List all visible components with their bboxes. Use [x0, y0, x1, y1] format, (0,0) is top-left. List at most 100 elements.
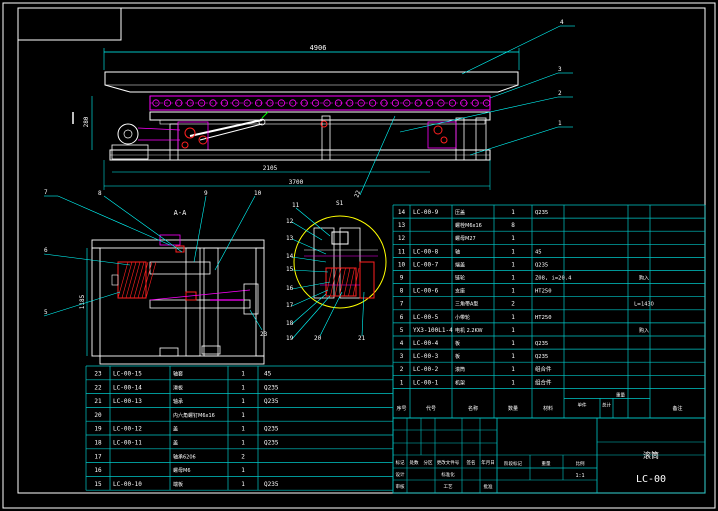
detail-callout-12: 12 [286, 218, 294, 225]
bom-lower-qty: 1 [241, 398, 245, 405]
bom-lower-no: 20 [94, 412, 102, 419]
dim-total: 4906 [310, 44, 327, 52]
title-labels-3: 更改文件号 [437, 459, 460, 466]
bom-lower-mat: Q235 [264, 398, 279, 405]
bom-upper-qty: 1 [511, 261, 515, 268]
callout-22: 22 [353, 189, 362, 199]
bom-upper-code: LC-00-1 [413, 379, 439, 386]
bom-lower-name: 盖 [173, 426, 178, 433]
bom-header-mat: 材料 [543, 405, 553, 412]
bom-upper-qty: 1 [511, 327, 515, 334]
bom-upper-code: LC-00-7 [413, 261, 439, 268]
bom-lower-name: 盖 [173, 440, 178, 447]
title-labels-10: 比例 [576, 460, 585, 467]
bom-header-weight: 重量 [616, 391, 625, 398]
bom-upper-name: 支座 [455, 288, 465, 295]
main-elevation-view: 4906 [72, 19, 575, 199]
section-callout-7: 7 [44, 189, 48, 196]
title-labels-1: 处数 [410, 459, 419, 466]
bom-upper-qty: 1 [511, 314, 515, 321]
detail-callout-15: 15 [286, 266, 294, 273]
title-labels-2: 分区 [424, 459, 433, 466]
bom-upper-code: LC-00-4 [413, 340, 439, 347]
bom-lower-code: LC-00-11 [113, 440, 142, 447]
callout-4: 4 [560, 19, 564, 26]
bom-header-note: 备注 [672, 405, 682, 412]
bom-header-name: 名称 [468, 405, 478, 412]
section-dim-side: 1185 [79, 294, 86, 309]
callout-2: 2 [558, 90, 562, 97]
bom-upper-qty: 1 [511, 288, 515, 295]
bom-lower-mat: Q235 [264, 481, 279, 488]
bom-upper-code: YX3-100L1-4 [413, 327, 453, 334]
drawing-name: 滚筒 [643, 450, 659, 460]
bom-upper-name: 链轮 [455, 275, 465, 282]
motor-pulley [117, 123, 139, 145]
roller [482, 99, 491, 107]
drawing-number: LC-00 [636, 474, 666, 485]
bom-lower-code: LC-00-15 [113, 371, 142, 378]
bom-upper-name: 螺栓M6x16 [455, 222, 482, 229]
bom-upper-code: LC-00-8 [413, 248, 439, 255]
bom-upper-code: LC-00-6 [413, 288, 439, 295]
bom-upper-name: 板 [455, 340, 460, 347]
bom-upper-name: 板 [455, 353, 460, 360]
bom-lower-mat: Q235 [264, 384, 279, 391]
bom-lower-name: 轴套 [173, 371, 183, 378]
roller [403, 99, 411, 107]
detail-callout-16: 16 [286, 285, 294, 292]
bom-upper-mat: 45 [535, 249, 542, 255]
bom-lower-qty: 1 [241, 481, 245, 488]
bom-upper-no: 14 [398, 209, 406, 216]
title-labels-12: 工艺 [444, 484, 453, 490]
bom-upper-code: LC-00-2 [413, 366, 439, 373]
dim-base: 3700 [289, 179, 304, 186]
title-labels-11: 审核 [396, 483, 405, 490]
bom-lower-no: 23 [94, 371, 102, 378]
bom-upper-no: 10 [398, 261, 406, 268]
detail-callout-19: 19 [286, 335, 294, 342]
bom-upper-mat: HT250 [535, 289, 552, 295]
roller [198, 99, 206, 107]
bom-upper-qty: 1 [511, 340, 515, 347]
bom-lower-qty: 1 [241, 371, 245, 378]
bom-lower-no: 21 [94, 398, 102, 405]
bom-lower-no: 16 [94, 467, 102, 474]
bom-lower-qty: 1 [241, 440, 245, 447]
dim-height: 280 [83, 116, 90, 127]
bom-upper-name: 机架 [455, 379, 465, 386]
bom-upper-qty: 1 [511, 379, 515, 386]
bom-lower-no: 17 [94, 453, 102, 460]
dim-mid: 2105 [263, 165, 278, 172]
bom-upper-qty: 1 [511, 209, 515, 216]
bom-upper-no: 1 [400, 379, 404, 386]
bom-lower-mat: Q235 [264, 440, 279, 447]
motor-section [117, 261, 147, 299]
section-callout-23: 23 [260, 331, 268, 338]
bom-lower-qty: 2 [241, 453, 245, 460]
section-callout-9: 9 [204, 190, 208, 197]
bom-lower-qty: 1 [241, 384, 245, 391]
bom-upper-qty: 1 [511, 366, 515, 373]
bom-upper-qty: 8 [511, 222, 515, 229]
bom-upper-mat: Q235 [535, 262, 548, 268]
bom-upper-note: 购入 [639, 275, 649, 282]
title-labels-9: 重量 [542, 460, 551, 467]
corner-box [17, 7, 122, 41]
bom-upper-name: 小带轮 [455, 314, 470, 321]
callout-3: 3 [558, 66, 562, 73]
title-block: 标记 处数 分区 更改文件号 签名 年月日 设计 标准化 阶段标记 重量 比例 … [392, 417, 706, 494]
title-labels-0: 标记 [396, 459, 405, 466]
bom-lower-code: LC-00-10 [113, 481, 142, 488]
bom-lower-code: LC-00-14 [113, 384, 142, 391]
bom-lower-no: 19 [94, 426, 102, 433]
inner-frame [17, 7, 706, 494]
detail-callout-11: 11 [292, 202, 300, 209]
bom-upper-name: 三角带A型 [455, 301, 478, 308]
title-labels-13: 批准 [484, 483, 493, 490]
section-title: A-A [174, 209, 187, 217]
bom-header-no: 序号 [396, 405, 406, 412]
bom-upper-qty: 1 [511, 353, 515, 360]
